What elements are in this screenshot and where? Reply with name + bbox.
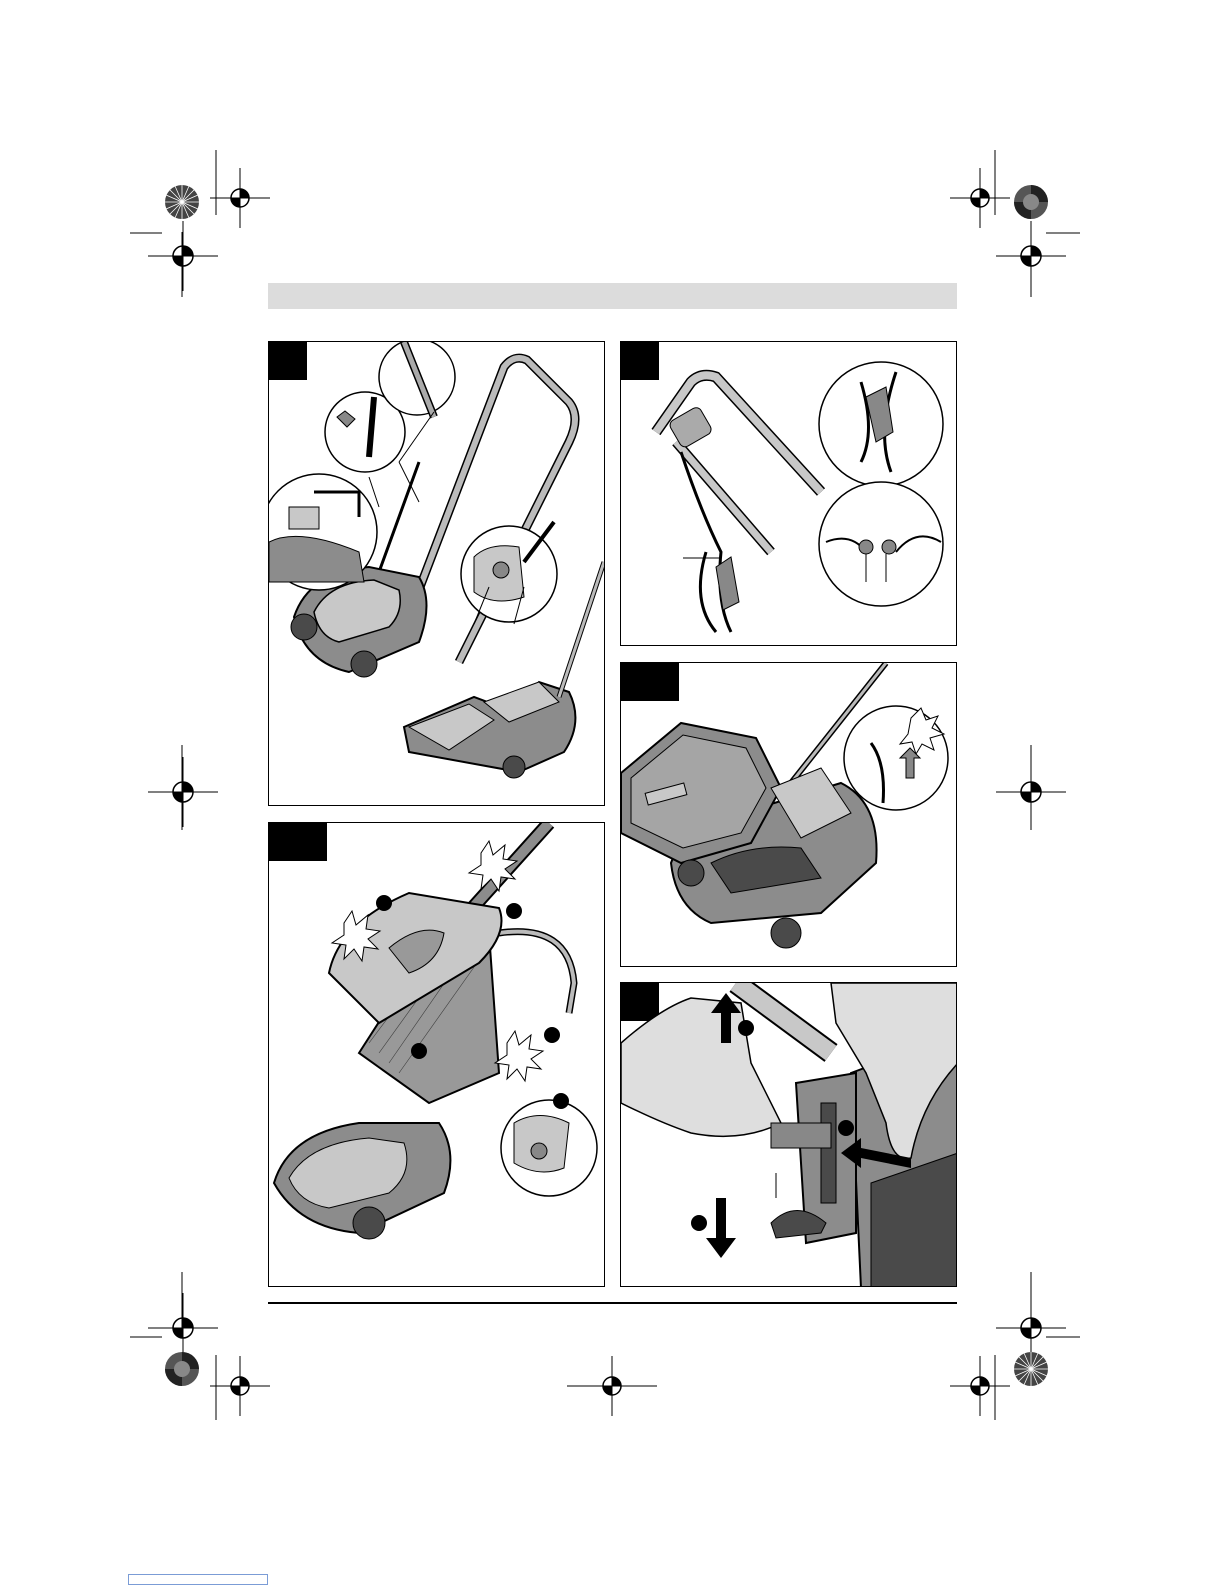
registration-mark-icon — [210, 168, 270, 228]
cable-strain-relief-illustration — [621, 342, 957, 646]
color-target-icon — [164, 1351, 200, 1387]
figure-handle-assembly — [268, 341, 605, 806]
figure-working-depth-adjustment — [620, 982, 957, 1287]
color-target-icon — [164, 184, 200, 220]
color-target-icon — [1013, 1351, 1049, 1387]
registration-mark-icon — [210, 1356, 270, 1416]
figure-grass-bag-attachment — [268, 822, 605, 1287]
registration-mark-icon — [950, 168, 1010, 228]
registration-mark-icon — [996, 757, 1066, 827]
footer-rule — [268, 1302, 957, 1304]
discharge-flap-illustration — [621, 663, 957, 967]
working-depth-adjustment-illustration — [621, 983, 957, 1287]
figure-discharge-flap — [620, 662, 957, 967]
bottom-link-box[interactable] — [128, 1574, 268, 1585]
handle-assembly-illustration — [269, 342, 605, 806]
registration-mark-icon — [996, 221, 1066, 291]
header-bar — [268, 283, 957, 309]
registration-mark-icon — [950, 1356, 1010, 1416]
grass-bag-attachment-illustration — [269, 823, 605, 1287]
figure-cable-strain-relief — [620, 341, 957, 646]
registration-mark-icon — [567, 1356, 657, 1416]
registration-mark-icon — [148, 221, 218, 291]
registration-mark-icon — [148, 757, 218, 827]
color-target-icon — [1013, 184, 1049, 220]
